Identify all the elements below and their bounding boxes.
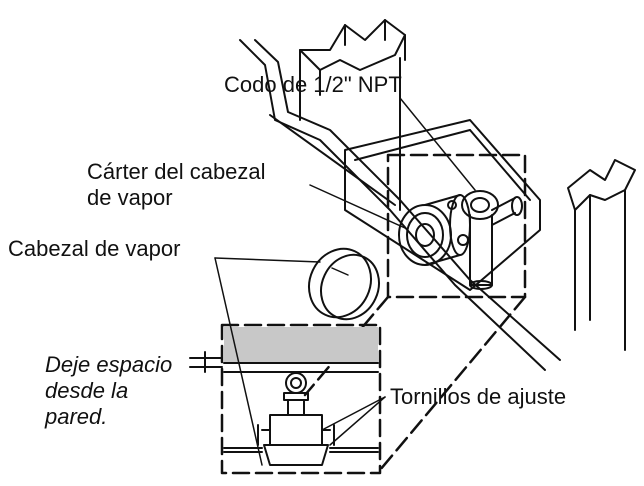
head-side-view <box>223 372 379 466</box>
elbow-fitting <box>461 190 523 290</box>
leader-lines <box>214 97 476 466</box>
detail-connector <box>378 295 527 472</box>
ceiling-band <box>224 327 378 363</box>
housing-label-line1: Cárter del cabezal <box>87 159 266 184</box>
housing-label-line2: de vapor <box>87 185 173 210</box>
head-label: Cabezal de vapor <box>8 236 181 261</box>
wall-zigzag-right <box>567 159 636 351</box>
steam-head-cap <box>308 247 380 321</box>
housing-detail-frame <box>386 153 527 299</box>
detail-connector <box>303 295 390 397</box>
clearance-dimension <box>189 351 223 373</box>
clearance-label-line2: desde la <box>45 378 129 403</box>
wall-bracket <box>344 119 541 291</box>
elbow-label: Codo de 1/2" NPT <box>224 72 402 97</box>
clearance-label-line1: Deje espacio <box>45 352 173 377</box>
wall-zigzag-left <box>299 19 406 151</box>
steam-head-housing <box>398 194 471 266</box>
clearance-label-line3: pared. <box>45 404 108 429</box>
screws-label: Tornillos de ajuste <box>390 384 567 409</box>
